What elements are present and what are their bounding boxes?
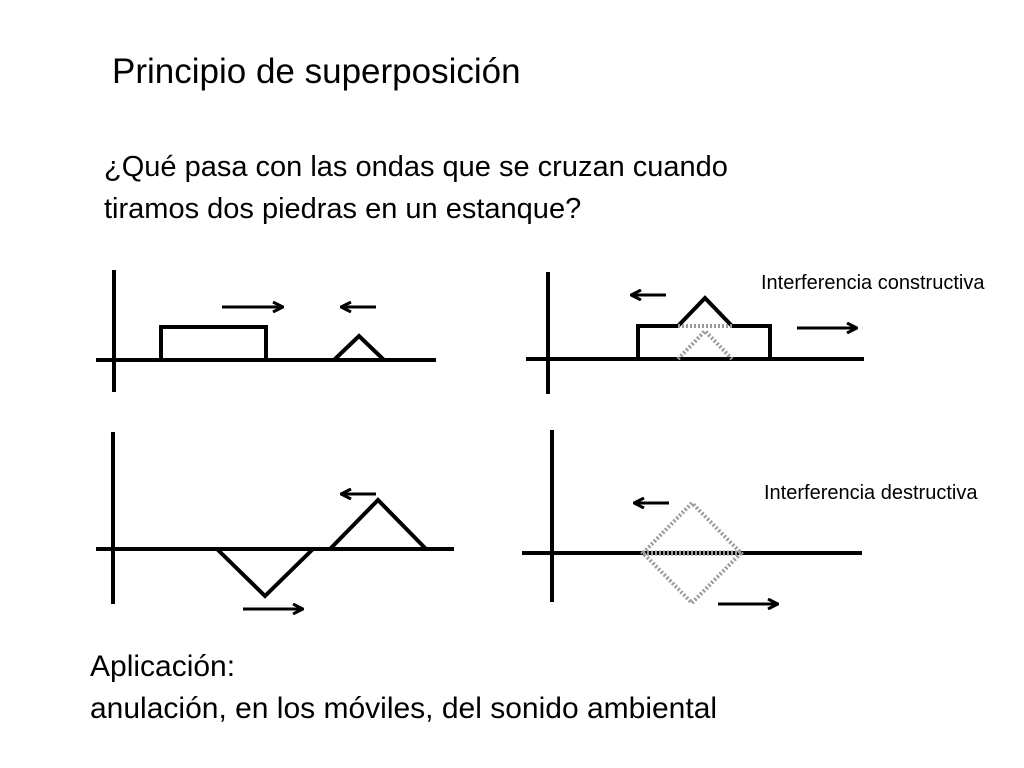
application-heading: Aplicación: [90,650,236,683]
inverted-triangle-pulse [215,547,315,599]
constructive-sum-pulse [636,295,772,359]
triangle-pulse-small [332,333,386,362]
question-text: ¿Qué pasa con las ondas que se cruzan cu… [104,146,728,230]
panel-inverted-before [96,432,454,609]
square-pulse [159,325,268,360]
dotted-triangle-up [676,328,734,361]
panel-destructive [522,430,862,604]
panel-constructive [526,272,864,394]
application-text: Aplicación: anulación, en los móviles, d… [90,646,717,730]
panel-before [96,270,436,392]
label-destructive-interference: Interferencia destructiva [764,482,978,504]
application-detail: anulación, en los móviles, del sonido am… [90,692,718,725]
question-line-1: ¿Qué pasa con las ondas que se cruzan cu… [104,151,728,183]
triangle-pulse-large [328,497,428,551]
question-line-2: tiramos dos piedras en un estanque? [104,193,582,225]
slide-title: Principio de superposición [112,52,521,91]
label-constructive-interference: Interferencia constructiva [761,272,985,294]
